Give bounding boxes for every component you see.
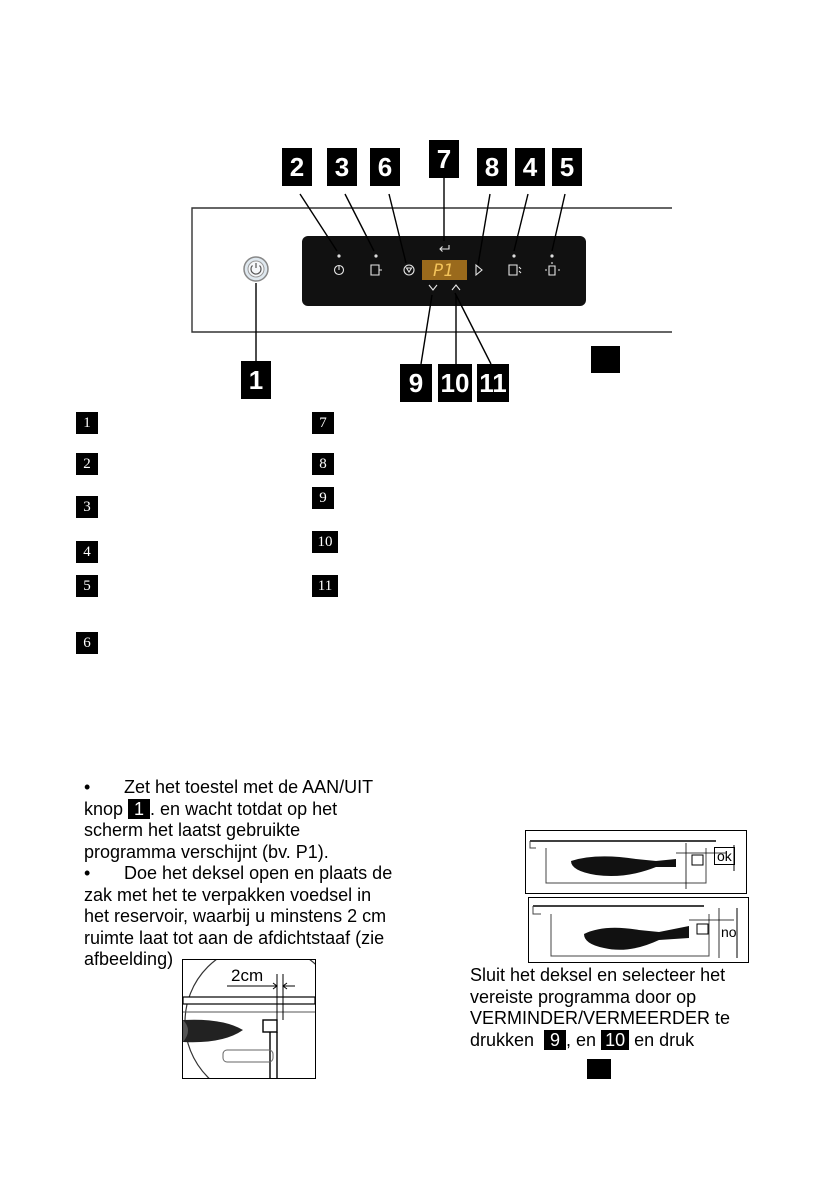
appliance-outline (191, 207, 672, 333)
bullet1-line4: programma verschijnt (bv. P1). (84, 841, 329, 862)
callout-7: 7 (429, 140, 459, 178)
legend-badge-7: 7 (312, 412, 334, 434)
panel-manual-icon (545, 262, 560, 276)
bullet2-line1: Doe het deksel open en plaats de (124, 863, 393, 883)
bullet1-line2-pre: knop (84, 798, 129, 819)
panel-up-icon (451, 284, 461, 291)
bullet1-line3: scherm het laatst gebruikte (84, 820, 301, 840)
callout-10: 10 (438, 364, 472, 402)
callout-4: 4 (515, 148, 545, 186)
panel-enter-icon (439, 245, 450, 252)
legend-badge-11: 11 (312, 575, 338, 597)
legend-badge-5: 5 (76, 575, 98, 597)
zoom-label: 2cm (231, 966, 264, 985)
panel-play-icon (475, 263, 483, 277)
no-label: no (721, 924, 737, 940)
right-line4-post: en druk (629, 1029, 695, 1050)
callout-8: 8 (477, 148, 507, 186)
legend-badge-6: 6 (76, 632, 98, 654)
blank-label-box (591, 346, 620, 373)
panel-display-text: P1 (433, 261, 453, 281)
panel-canister-icon (508, 264, 522, 276)
inline-badge-10: 10 (601, 1029, 630, 1050)
callout-3: 3 (327, 148, 357, 186)
zoom-figure: 2cm (182, 959, 316, 1079)
figure-no: no (528, 897, 749, 963)
legend-badge-3: 3 (76, 496, 98, 518)
callout-6: 6 (370, 148, 400, 186)
legend-badge-10: 10 (312, 531, 338, 553)
panel-stop-icon (403, 264, 415, 276)
bullet: • (84, 863, 91, 883)
figure-ok: ok (525, 830, 747, 894)
bullet1-line2-post: . en wacht totdat op het (150, 798, 338, 819)
control-panel-diagram: P1 (191, 178, 672, 365)
panel-bag-icon (370, 264, 382, 276)
callout-5: 5 (552, 148, 582, 186)
bullet2-line4: ruimte laat tot aan de afdichtstaaf (zie (84, 927, 385, 948)
legend-badge-9: 9 (312, 487, 334, 509)
bullet: • (84, 777, 91, 797)
right-line4-pre: drukken (470, 1029, 545, 1050)
legend-badge-2: 2 (76, 453, 98, 475)
ok-label: ok (714, 847, 735, 865)
right-line4-mid: , en (566, 1029, 602, 1050)
power-button-graphic (243, 256, 269, 282)
legend-badge-1: 1 (76, 412, 98, 434)
bullet2-line5: afbeelding) (84, 949, 174, 969)
bullet2-line3: het reservoir, waarbij u minstens 2 cm (84, 906, 387, 926)
right-line3: VERMINDER/VERMEERDER te (470, 1008, 731, 1028)
instructions-right: Sluit het deksel en selecteer het vereis… (470, 965, 770, 1051)
callout-9: 9 (400, 364, 432, 402)
instructions-left: • Zet het toestel met de AAN/UIT knop 1. … (84, 777, 424, 971)
inline-badge-1: 1 (128, 798, 151, 819)
callout-1: 1 (241, 361, 271, 399)
right-line2: vereiste programma door op (470, 986, 697, 1007)
panel-power-icon (333, 264, 345, 276)
legend-badge-4: 4 (76, 541, 98, 563)
blank-inline-box (587, 1059, 611, 1079)
legend-badge-8: 8 (312, 453, 334, 475)
callout-2: 2 (282, 148, 312, 186)
bullet1-line1: Zet het toestel met de AAN/UIT (124, 777, 374, 797)
right-line1: Sluit het deksel en selecteer het (470, 965, 726, 985)
inline-badge-9: 9 (544, 1029, 567, 1050)
panel-display (422, 260, 467, 280)
bullet2-line2: zak met het te verpakken voedsel in (84, 884, 372, 905)
panel-down-icon (428, 284, 438, 291)
callout-11: 11 (477, 364, 509, 402)
